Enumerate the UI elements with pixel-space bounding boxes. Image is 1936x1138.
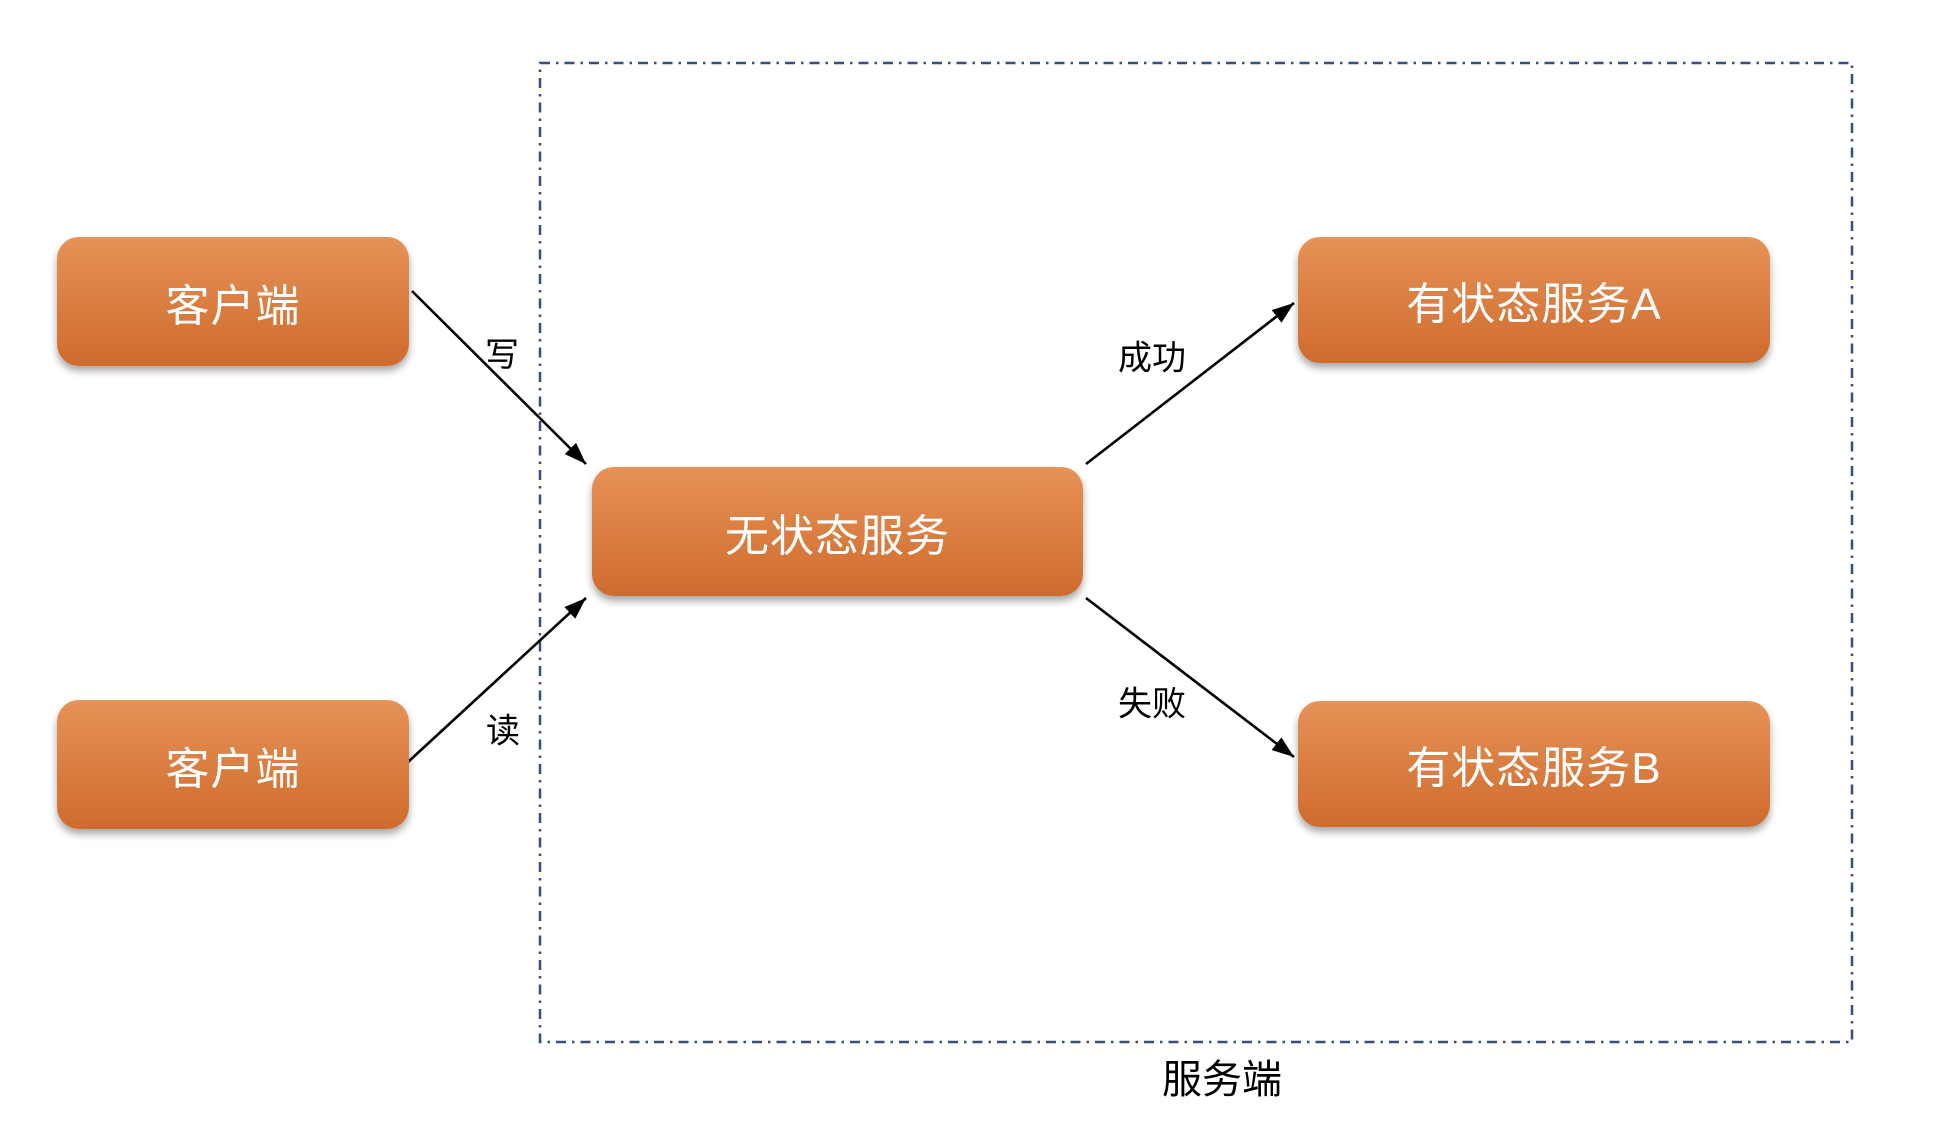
edge-label-failure: 失败 (1118, 685, 1186, 724)
edge-write-arrow (411, 290, 587, 465)
edge-read-arrow (407, 597, 587, 763)
node-client-bottom: 客户端 (57, 700, 409, 829)
server-boundary-label: 服务端 (1162, 1058, 1282, 1102)
edge-failure-arrow (1085, 596, 1295, 759)
node-stateless-service: 无状态服务 (592, 467, 1083, 596)
edge-success-arrow (1085, 301, 1295, 466)
node-client-top-label: 客户端 (165, 281, 301, 331)
node-client-top: 客户端 (57, 237, 409, 366)
node-stateful-service-a: 有状态服务A (1298, 237, 1770, 363)
edge-label-read: 读 (486, 712, 520, 751)
edge-label-success: 成功 (1118, 339, 1186, 378)
node-stateless-service-label: 无状态服务 (725, 511, 950, 561)
node-stateful-service-a-label: 有状态服务A (1406, 280, 1662, 329)
server-boundary-outline (538, 61, 1854, 1044)
edge-label-write: 写 (485, 336, 519, 375)
node-client-bottom-label: 客户端 (165, 744, 301, 794)
node-stateful-service-b-label: 有状态服务B (1406, 744, 1662, 793)
node-stateful-service-b: 有状态服务B (1298, 701, 1770, 827)
